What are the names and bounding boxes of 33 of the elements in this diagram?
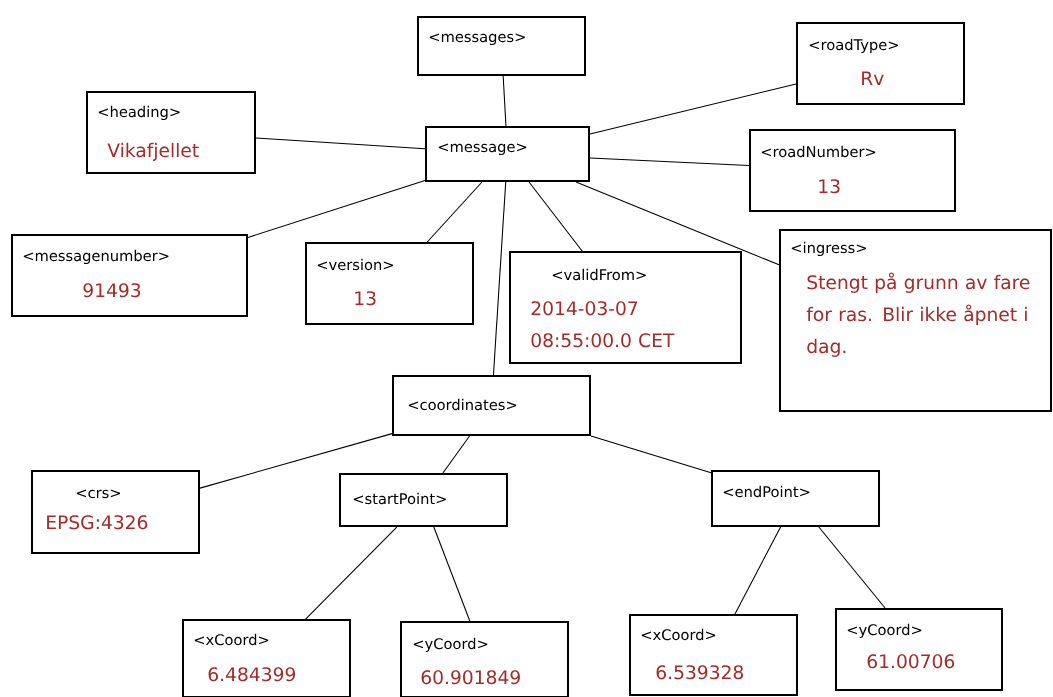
connector-line xyxy=(589,157,750,167)
element-box: <version> 13 xyxy=(305,242,474,325)
connector-line xyxy=(734,526,782,615)
element-box: <message> xyxy=(425,126,590,182)
element-box: <crs> EPSG:4326 xyxy=(31,470,200,554)
connector-line xyxy=(502,75,507,127)
connector-line xyxy=(818,526,886,609)
connector-line xyxy=(247,179,426,238)
element-box: <startPoint> xyxy=(339,473,508,527)
connector-line xyxy=(589,83,797,135)
element-box: <endPoint> xyxy=(711,470,880,527)
connector-line xyxy=(442,435,471,474)
element-box: <xCoord> 6.484399 xyxy=(182,619,351,697)
connector-line xyxy=(426,181,483,243)
element-box: <messages> xyxy=(417,16,586,76)
connector-line xyxy=(492,181,507,376)
element-box: <yCoord> 60.901849 xyxy=(400,621,569,697)
element-box: <roadNumber> 13 xyxy=(749,129,956,212)
element-box: <validFrom> 2014-03-07 08:55:00.0 CET xyxy=(509,251,742,364)
element-box: <roadType> Rv xyxy=(796,22,965,105)
element-box: <coordinates> xyxy=(392,375,591,436)
connector-line xyxy=(433,526,471,622)
element-box: <xCoord> 6.539328 xyxy=(629,614,798,696)
connector-line xyxy=(590,435,712,474)
connector-line xyxy=(255,137,426,150)
connector-line xyxy=(575,181,780,266)
element-box: <messagenumber> 91493 xyxy=(11,234,248,317)
connector-line xyxy=(199,433,393,489)
element-box: <heading> Vikafjellet xyxy=(86,91,256,174)
element-box: <yCoord> 61.00706 xyxy=(835,608,1003,691)
connector-line xyxy=(305,526,398,620)
element-box: <ingress> Stengt på grunn av fare for ras. Blir ikke åpnet i dag. xyxy=(779,229,1052,412)
connector-line xyxy=(528,181,583,252)
